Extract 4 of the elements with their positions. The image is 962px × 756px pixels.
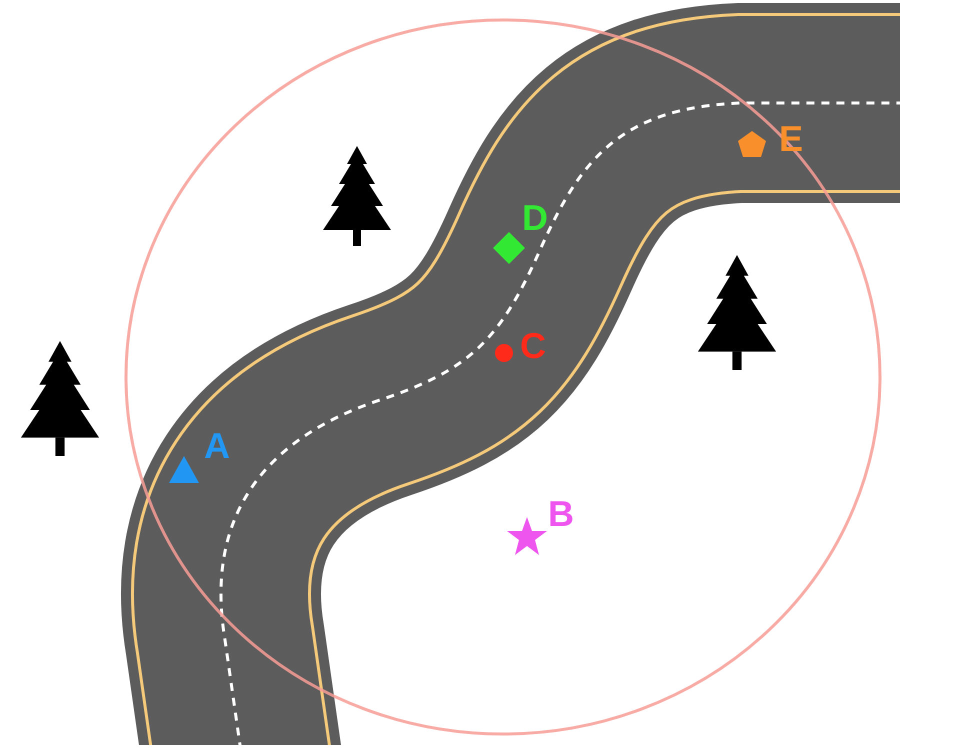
point-label: D	[522, 200, 548, 236]
point-label: C	[520, 328, 546, 364]
point-label: B	[548, 496, 574, 532]
point-label: A	[204, 428, 230, 464]
